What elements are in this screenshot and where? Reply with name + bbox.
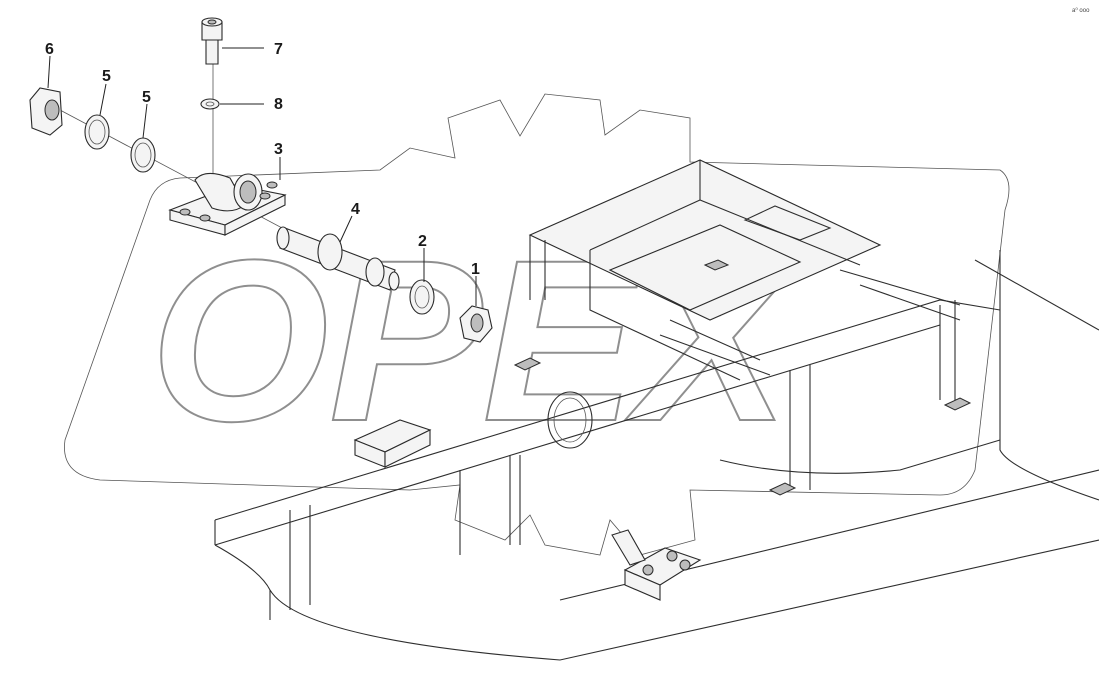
part-7-bolt <box>201 17 223 65</box>
part-1-nut <box>459 305 493 343</box>
part-4-pin <box>276 226 400 291</box>
callout-6: 6 <box>45 41 54 58</box>
callout-2: 2 <box>418 233 427 250</box>
corner-note: a⁰ ooo <box>1072 7 1090 14</box>
callout-8: 8 <box>274 96 283 113</box>
callout-1: 1 <box>471 261 480 278</box>
part-5-washer-a <box>84 114 110 150</box>
part-5-washer-b <box>130 137 156 173</box>
callout-5b: 5 <box>142 89 151 106</box>
part-3-bracket <box>168 172 287 236</box>
chassis-frame <box>214 159 1099 661</box>
part-8-lock-washer <box>200 98 220 110</box>
callout-4: 4 <box>351 201 360 218</box>
callout-3: 3 <box>274 141 283 158</box>
callout-5a: 5 <box>102 68 111 85</box>
leader-lines <box>47 47 477 306</box>
callout-7: 7 <box>274 41 283 58</box>
part-2-washer <box>409 279 435 315</box>
exploded-parts <box>29 17 493 343</box>
opex-watermark-logo: OPEX <box>64 93 1010 556</box>
callouts: 1 2 3 4 5 5 6 7 8 <box>45 41 480 278</box>
part-6-block <box>29 87 63 136</box>
